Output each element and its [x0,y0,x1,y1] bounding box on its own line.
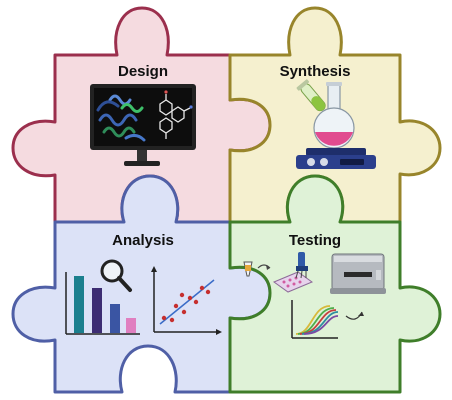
testing-title: Testing [289,232,341,249]
scatter-plot-icon [151,266,222,335]
analysis-puzzle-piece [11,174,272,394]
molecule-icon [159,90,193,139]
analysis-bar-4 [126,318,136,333]
plate-reader-icon [330,253,386,294]
test-tube-icon [296,79,326,112]
analysis-bar-1 [74,276,84,333]
analysis-bar-2 [92,288,102,333]
design-title: Design [118,63,168,80]
curves-plot-icon [291,300,364,339]
analysis-title: Analysis [112,232,174,249]
bar-chart-icon [65,272,140,335]
well-plate-icon [272,271,314,293]
hot-plate-stirrer-icon [296,148,376,169]
analysis-bar-3 [110,304,120,333]
protein-structure-icon [96,94,146,142]
round-flask-icon [313,82,355,149]
pipette-tip-icon [243,261,271,277]
multichannel-pipette-icon [295,252,308,279]
magnifier-icon [100,259,132,292]
synthesis-title: Synthesis [280,63,351,80]
